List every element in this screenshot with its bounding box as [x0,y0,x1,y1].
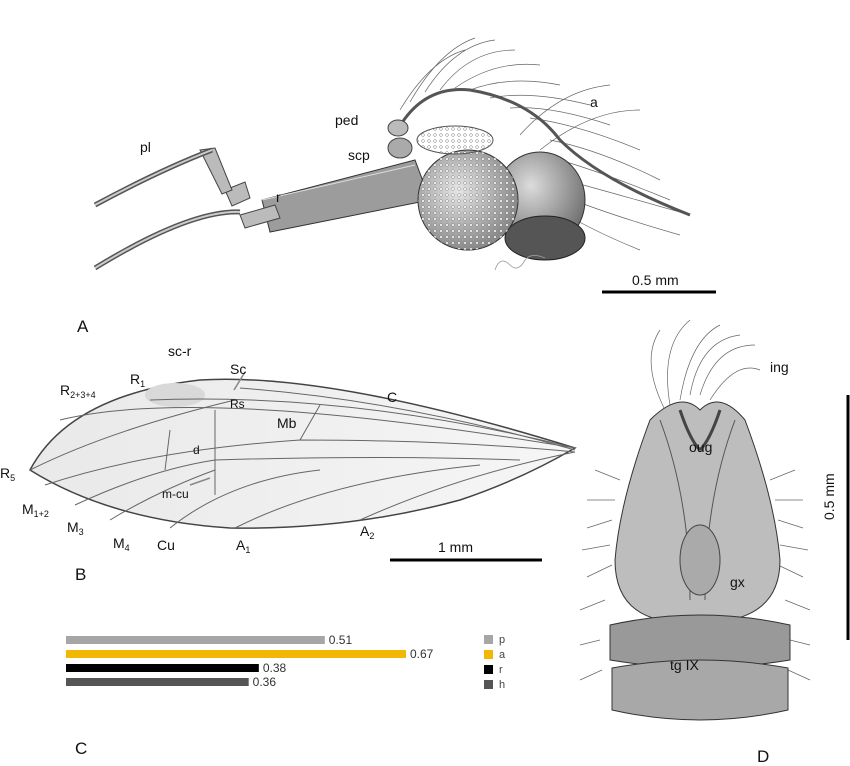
label-pl: pl [140,139,151,155]
label-m-cu: m-cu [162,487,189,501]
bar-value-h: 0.36 [252,675,277,689]
legend-swatch-p [484,635,493,644]
legend-item-h: h [484,679,505,691]
label-ped: ped [335,112,359,128]
label-mb: Mb [277,415,297,431]
panel-label-c: C [75,739,88,758]
legend-label-p: p [499,634,506,646]
bar-h [66,678,249,686]
legend-item-r: r [484,664,503,676]
label-oug: oug [689,439,713,455]
label-m3: M3 [67,519,84,537]
label-a1: A1 [236,537,251,555]
bar-value-a: 0.67 [410,647,434,661]
label-r: r [276,189,281,205]
bar-p [66,636,325,644]
label-scp: scp [348,147,370,163]
label-rs: Rs [230,397,245,411]
bar-value-p: 0.51 [328,633,353,647]
head-scale-label: 0.5 mm [632,272,679,288]
legend-swatch-h [484,680,493,689]
label-r1: R1 [130,371,146,389]
legend-item-a: a [484,649,505,661]
label-c: C [387,389,398,405]
wing-scale-label: 1 mm [438,539,473,555]
head-drawing [93,37,691,271]
label-sc: Sc [230,361,247,377]
label-a: a [590,94,598,110]
label-r5: R5 [0,465,16,483]
genitalia-drawing [579,319,811,721]
legend-swatch-a [484,650,493,659]
ratio-bar-chart [66,636,406,686]
label-tg-ix: tg IX [670,657,699,673]
label-m12: M1+2 [22,501,49,519]
panel-label-a: A [77,317,89,336]
label-ing: ing [770,359,789,375]
label-r234: R2+3+4 [60,382,96,400]
label-d: d [193,443,200,457]
legend-label-h: h [499,679,506,691]
bar-r [66,664,259,672]
bar-value-r: 0.38 [262,661,287,675]
label-gx: gx [730,574,745,590]
panel-label-d: D [757,747,770,766]
legend-label-a: a [499,649,506,661]
bar-a [66,650,406,658]
label-m4: M4 [113,535,130,553]
label-sc-r: sc-r [168,343,192,359]
legend-item-p: p [484,634,505,646]
legend-swatch-r [484,665,493,674]
genitalia-scale-label: 0.5 mm [821,473,837,520]
wing-drawing [29,371,577,529]
label-cu: Cu [157,537,175,553]
panel-label-b: B [75,565,87,584]
label-a2: A2 [360,523,375,541]
legend-label-r: r [499,664,503,676]
